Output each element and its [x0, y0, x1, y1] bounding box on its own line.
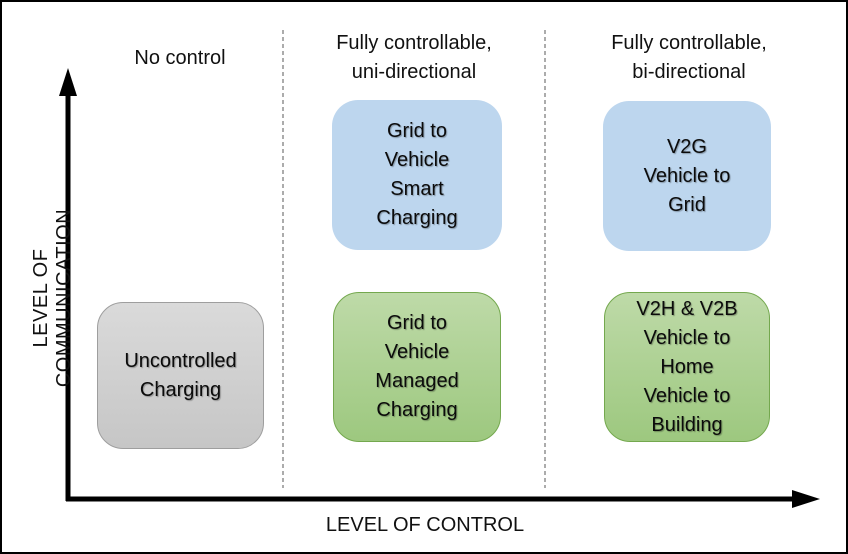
y-axis-arrowhead-icon — [59, 68, 77, 96]
box-grid-to-vehicle-smart-charging: Grid to Vehicle Smart Charging — [332, 100, 502, 250]
box-label: V2H & V2B Vehicle to Home Vehicle to Bui… — [636, 297, 738, 436]
box-label: V2G Vehicle to Grid — [643, 135, 731, 216]
x-axis-arrowhead-icon — [792, 490, 820, 508]
x-axis-label: LEVEL OF CONTROL — [325, 514, 525, 536]
column-header-no-control: No control — [134, 46, 226, 69]
column-header-uni-directional: Fully controllable, uni-directional — [336, 32, 492, 83]
box-grid-to-vehicle-managed-charging: Grid to Vehicle Managed Charging — [333, 292, 501, 442]
box-vehicle-to-home-building: V2H & V2B Vehicle to Home Vehicle to Bui… — [604, 292, 770, 442]
column-header-bi-directional: Fully controllable, bi-directional — [611, 32, 767, 83]
box-label: Grid to Vehicle Smart Charging — [376, 120, 458, 229]
box-label: Uncontrolled Charging — [124, 349, 237, 401]
box-uncontrolled-charging: Uncontrolled Charging — [97, 302, 264, 449]
y-axis-label: LEVEL OF COMMUNICATION — [30, 208, 75, 388]
box-label: Grid to Vehicle Managed Charging — [375, 312, 459, 421]
box-vehicle-to-grid: V2G Vehicle to Grid — [603, 101, 771, 251]
